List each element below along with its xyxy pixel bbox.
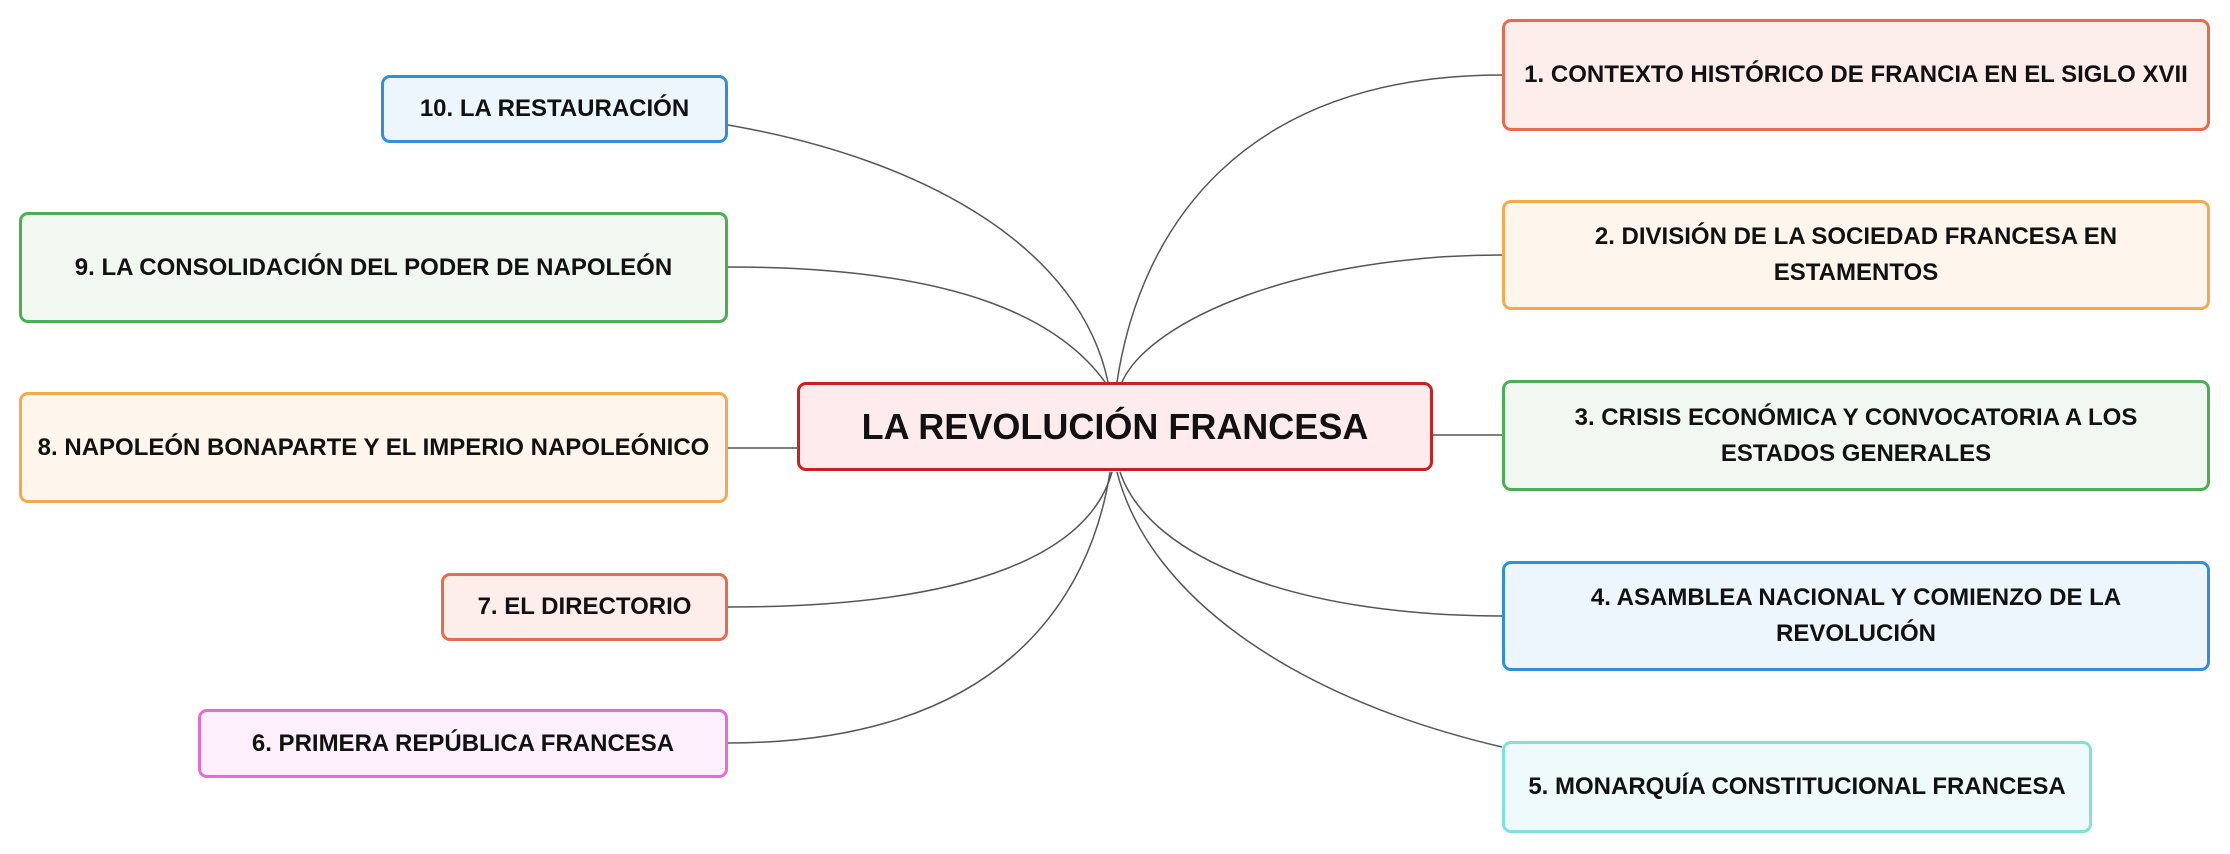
topic-2[interactable]: 2. DIVISIÓN DE LA SOCIEDAD FRANCESA EN E… <box>1502 200 2210 310</box>
topic-4[interactable]: 4. ASAMBLEA NACIONAL Y COMIENZO DE LA RE… <box>1502 561 2210 671</box>
topic-1-label: 1. CONTEXTO HISTÓRICO DE FRANCIA EN EL S… <box>1524 61 2188 88</box>
connector-topic-2 <box>1121 254 1503 383</box>
topic-6-label: 6. PRIMERA REPÚBLICA FRANCESA <box>251 729 675 757</box>
connector-topic-1 <box>1116 74 1503 383</box>
topic-9[interactable]: 9. LA CONSOLIDACIÓN DEL PODER DE NAPOLEÓ… <box>19 212 728 323</box>
topic-8[interactable]: 8. NAPOLEÓN BONAPARTE Y EL IMPERIO NAPOL… <box>19 392 728 503</box>
topic-5-label: 5. MONARQUÍA CONSTITUCIONAL FRANCESA <box>1528 773 2066 800</box>
central-topic-label: LA REVOLUCIÓN FRANCESA <box>861 405 1369 447</box>
topic-10-label: 10. LA RESTAURACIÓN <box>419 95 690 122</box>
connector-topic-5 <box>1116 471 1503 748</box>
topic-6[interactable]: 6. PRIMERA REPÚBLICA FRANCESA <box>198 709 728 778</box>
topic-7[interactable]: 7. EL DIRECTORIO <box>441 573 728 641</box>
connector-topic-4 <box>1119 471 1503 617</box>
topic-7-label: 7. EL DIRECTORIO <box>477 593 692 620</box>
topic-3-label: 3. CRISIS ECONÓMICA Y CONVOCATORIA A LOS… <box>1574 403 2138 467</box>
topic-8-label: 8. NAPOLEÓN BONAPARTE Y EL IMPERIO NAPOL… <box>37 433 710 461</box>
topic-3[interactable]: 3. CRISIS ECONÓMICA Y CONVOCATORIA A LOS… <box>1502 380 2210 491</box>
topic-4-label: 4. ASAMBLEA NACIONAL Y COMIENZO DE LA RE… <box>1590 584 2122 647</box>
connector-topic-9 <box>727 266 1106 383</box>
topic-1[interactable]: 1. CONTEXTO HISTÓRICO DE FRANCIA EN EL S… <box>1502 19 2210 131</box>
connector-topic-10 <box>727 124 1109 383</box>
topic-9-label: 9. LA CONSOLIDACIÓN DEL PODER DE NAPOLEÓ… <box>74 253 673 281</box>
topic-5[interactable]: 5. MONARQUÍA CONSTITUCIONAL FRANCESA <box>1502 741 2092 833</box>
connector-topic-6 <box>727 471 1111 744</box>
connector-topic-7 <box>727 471 1113 608</box>
topic-2-label: 2. DIVISIÓN DE LA SOCIEDAD FRANCESA EN E… <box>1594 223 2118 286</box>
topic-10[interactable]: 10. LA RESTAURACIÓN <box>381 75 728 143</box>
central-topic[interactable]: LA REVOLUCIÓN FRANCESA <box>797 382 1433 471</box>
